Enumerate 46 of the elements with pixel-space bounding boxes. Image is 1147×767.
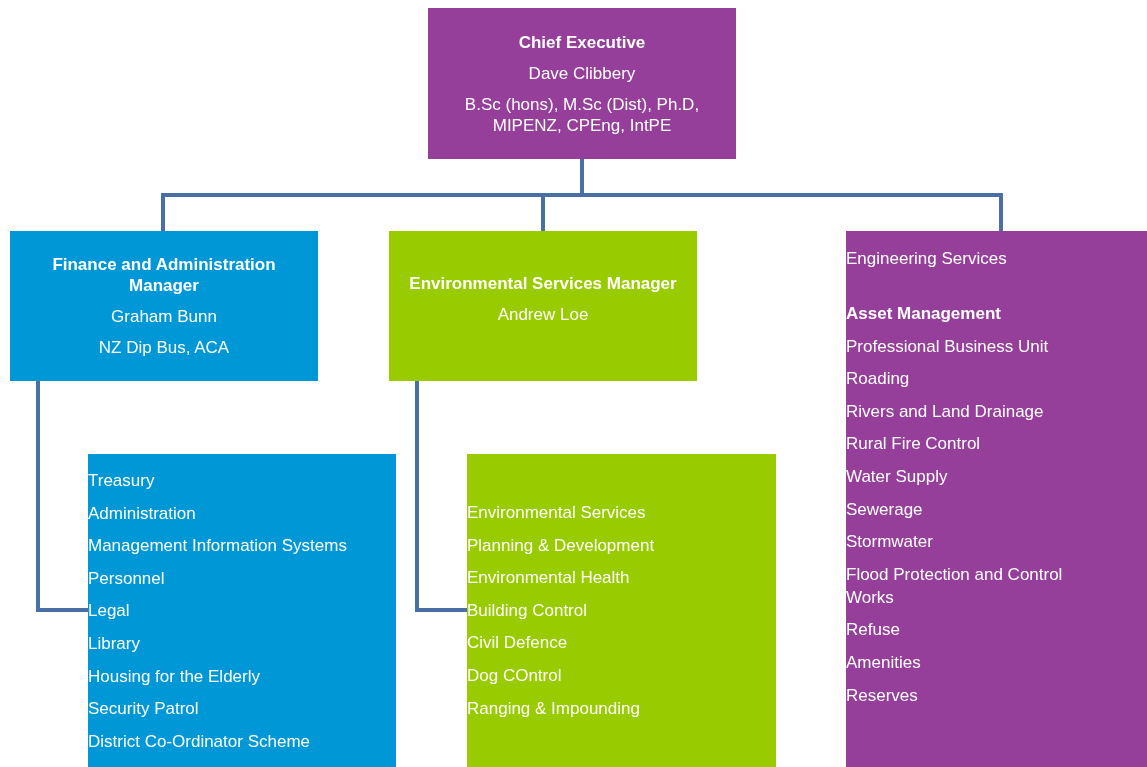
list-item: Treasury — [88, 470, 156, 492]
list-item: District Co-Ordinator Scheme — [88, 730, 311, 753]
org-box — [428, 8, 736, 159]
qualifications: B.Sc (hons), M.Sc (Dist), Ph.D, MIPENZ, CPEng, IntPE — [463, 93, 701, 136]
list-item: Rural Fire Control — [846, 433, 982, 456]
org-box — [467, 454, 776, 767]
list-item: Housing for the Elderly — [88, 665, 261, 688]
org-box — [88, 454, 396, 767]
list-item: Professional Business Unit — [846, 335, 1050, 358]
list-item: Rivers and Land Drainage — [846, 400, 1045, 423]
node-title: Chief Executive — [518, 31, 646, 53]
list-item: Environmental Services — [467, 502, 647, 524]
person-name: Dave Clibbery — [528, 62, 636, 84]
section-heading: Asset Management — [846, 303, 1002, 325]
list-item: Refuse — [846, 619, 901, 642]
list-item: Building Control — [467, 599, 588, 622]
list-item: Reserves — [846, 684, 919, 707]
list-item: Dog COntrol — [467, 664, 563, 687]
connector-line — [580, 159, 1003, 231]
list-item: Sewerage — [846, 498, 924, 521]
list-item: Library — [88, 632, 141, 655]
list-item: Water Supply — [846, 465, 949, 488]
connector-line — [415, 381, 467, 612]
connector-line — [36, 381, 88, 612]
org-box — [846, 231, 1147, 767]
list-item: Engineering Services — [846, 248, 1008, 270]
qualifications: NZ Dip Bus, ACA — [98, 337, 230, 358]
person-name: Graham Bunn — [111, 306, 217, 327]
list-item: Amenities — [846, 651, 922, 674]
list-item: Ranging & Impounding — [467, 697, 641, 720]
list-item: Civil Defence — [467, 632, 569, 655]
list-item: Security Patrol — [88, 698, 200, 721]
list-item: Personnel — [88, 567, 166, 590]
org-box — [389, 231, 697, 381]
list-item: Flood Protection and Control Works — [846, 563, 1064, 609]
list-item: Environmental Health — [467, 567, 631, 590]
list-item: Administration — [88, 502, 197, 525]
list-item: Planning & Development — [467, 534, 656, 557]
list-item: Stormwater — [846, 531, 934, 554]
person-name: Andrew Loe — [497, 304, 589, 325]
org-box — [10, 231, 318, 381]
node-title: Finance and Administration Manager — [51, 254, 277, 296]
list-item: Roading — [846, 368, 911, 391]
node-title: Environmental Services Manager — [409, 273, 677, 294]
list-item: Management Information Systems — [88, 535, 348, 558]
list-item: Legal — [88, 600, 131, 623]
